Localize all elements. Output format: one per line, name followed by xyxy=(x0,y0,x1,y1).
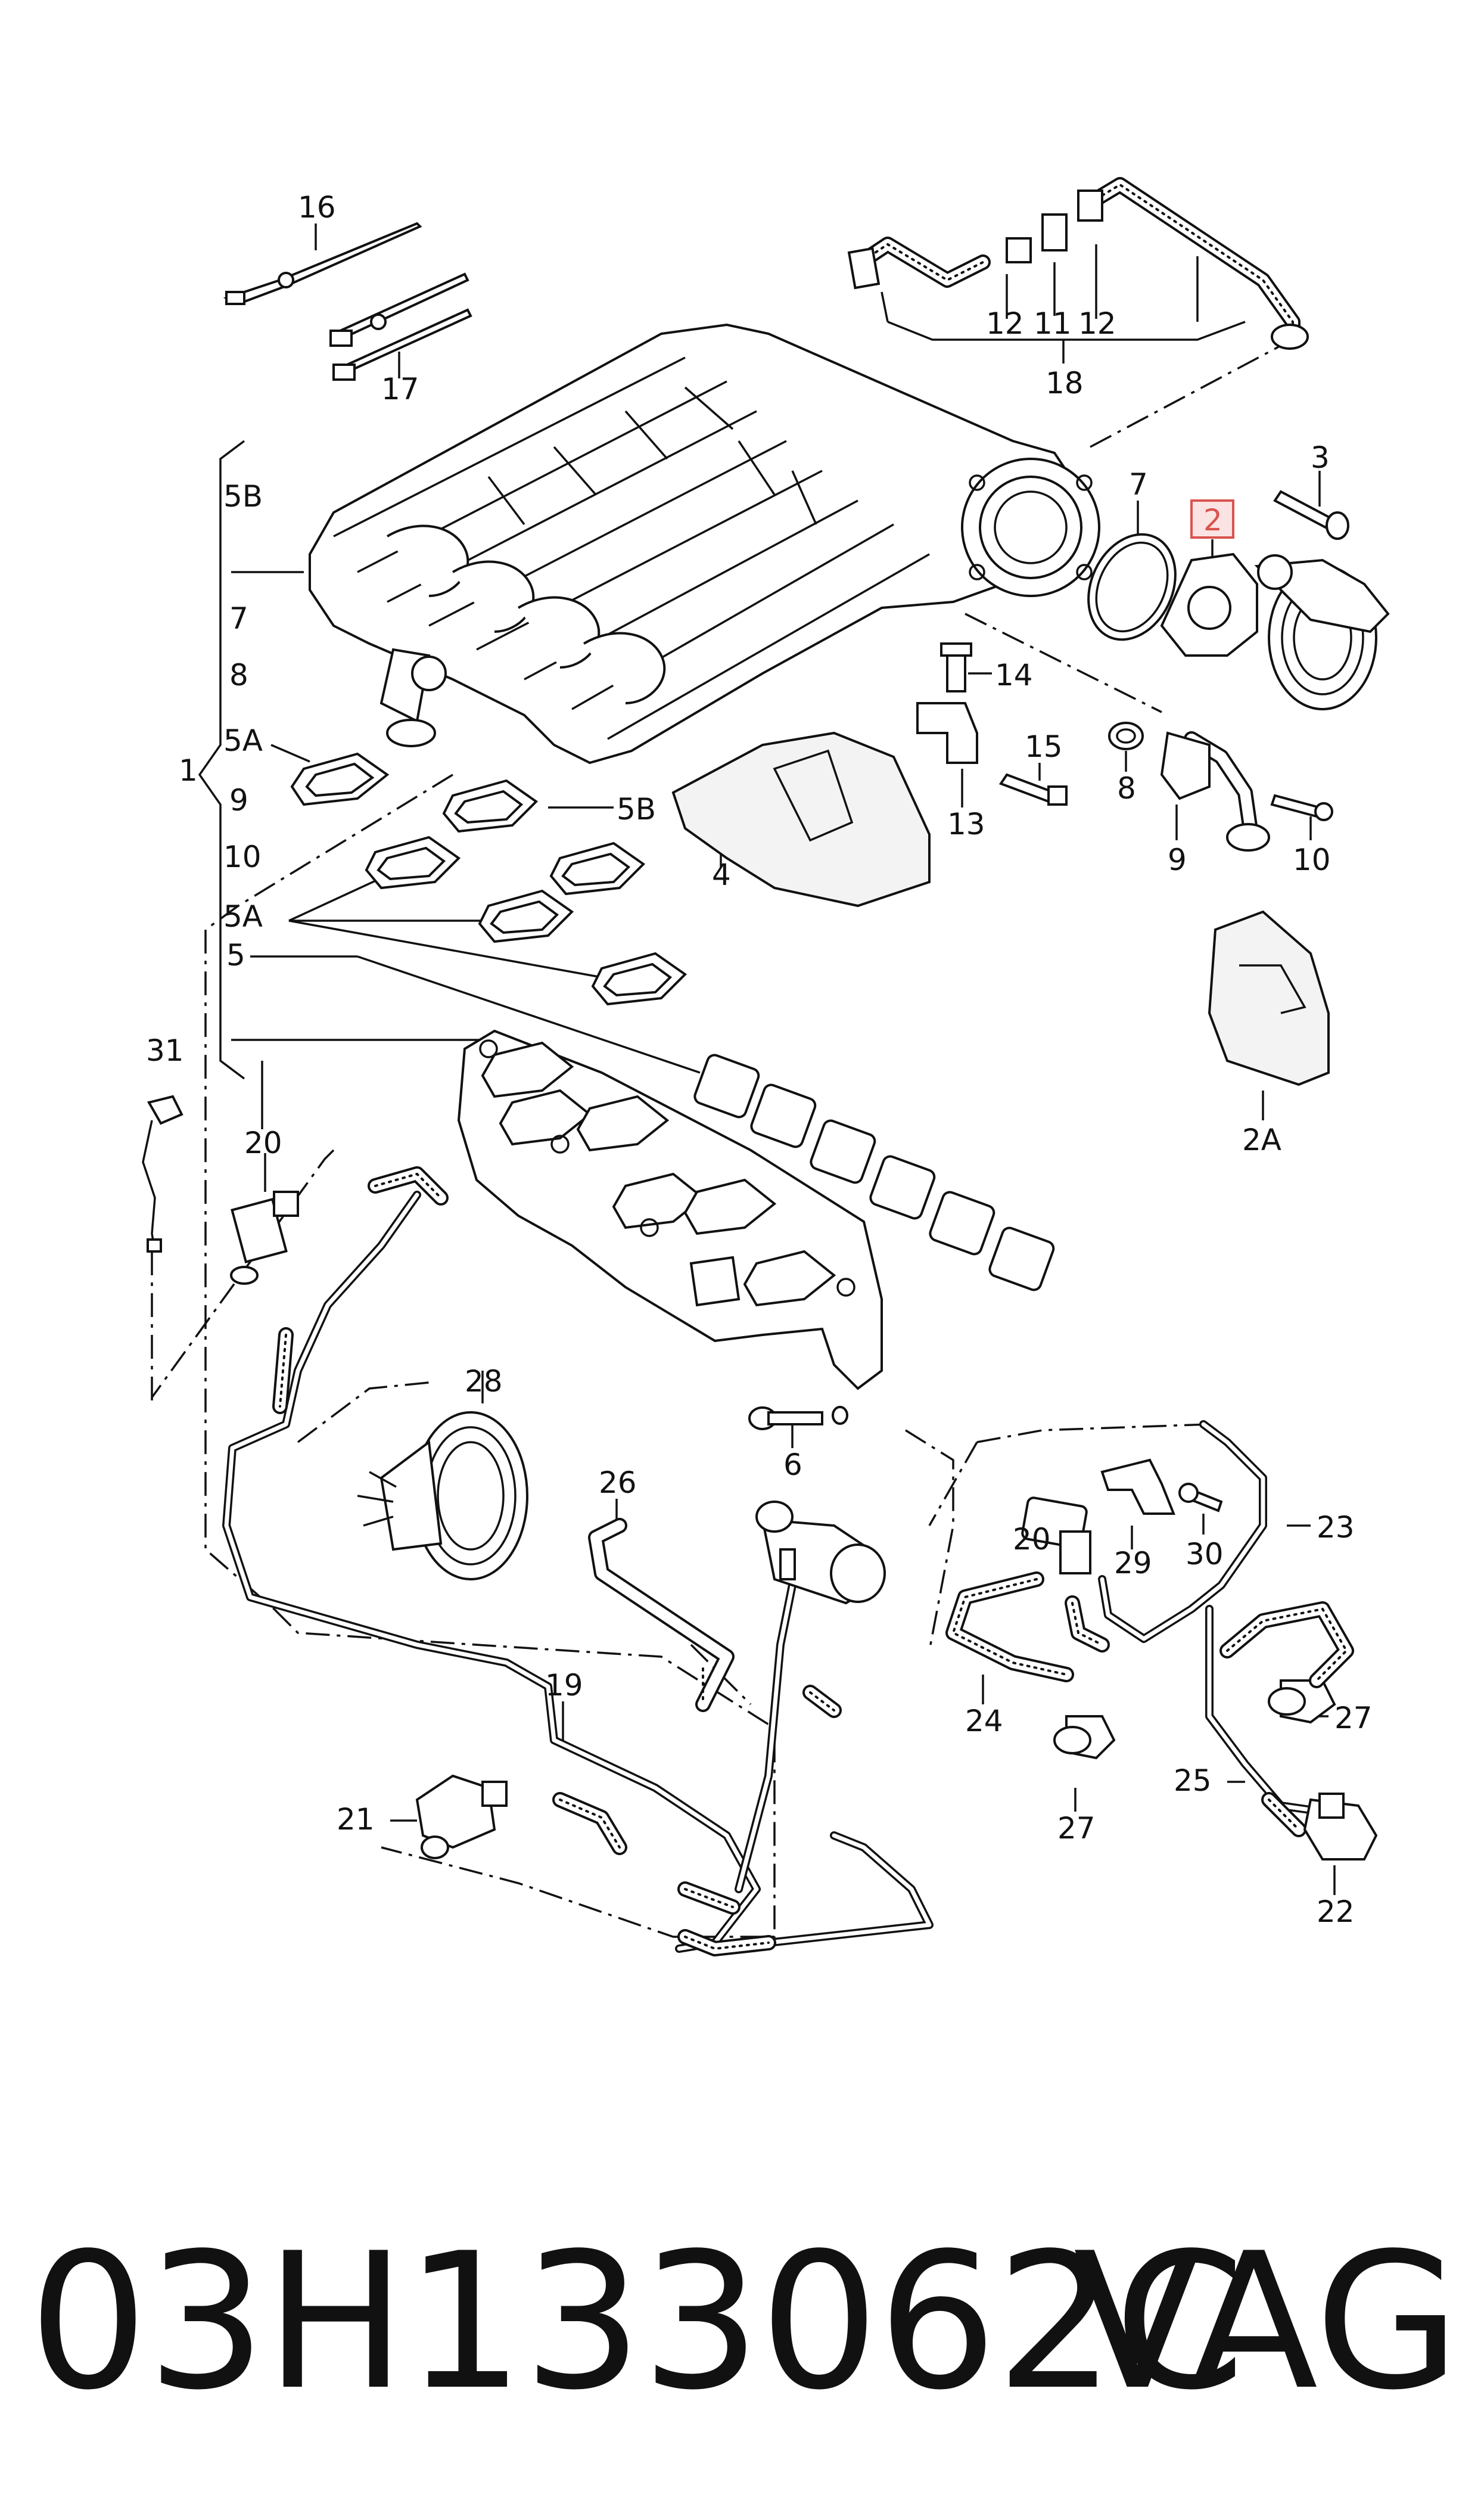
gasket-strip-5 xyxy=(693,1054,1055,1291)
cover-2a xyxy=(1208,910,1330,1086)
callout-17: 17 xyxy=(381,372,419,406)
intake-manifold-lower xyxy=(457,1029,883,1390)
callout-28: 28 xyxy=(465,1364,503,1399)
callout-31: 31 xyxy=(146,1033,184,1068)
callout-12b: 12 xyxy=(1078,306,1116,341)
callout-10-left: 10 xyxy=(223,840,262,874)
footer-bar: 03H133062C VAG xyxy=(0,2205,1484,2455)
callout-27-bottom: 27 xyxy=(1057,1811,1096,1846)
callout-21: 21 xyxy=(337,1802,375,1837)
callout-2-highlight xyxy=(1190,499,1234,539)
callout-8-right: 8 xyxy=(1117,771,1136,806)
intake-manifold-upper xyxy=(309,323,1100,765)
callout-9-right: 9 xyxy=(1168,843,1187,877)
callout-5b-top: 5B xyxy=(223,479,263,514)
vacuum-line-19 xyxy=(222,1166,934,1956)
callout-9-left: 9 xyxy=(229,783,248,818)
hose-26 xyxy=(588,1518,735,1712)
callout-1: 1 xyxy=(179,753,198,788)
callout-29: 29 xyxy=(1114,1546,1152,1580)
exploded-parts-diagram: 16 17 12 11 12 18 3 7 2 5B 7 8 5A 1 9 10… xyxy=(142,177,1390,1956)
callout-labels: 16 17 12 11 12 18 3 7 2 5B 7 8 5A 1 9 10… xyxy=(146,190,1373,1929)
water-pump-28 xyxy=(357,1411,528,1580)
callout-20-right: 20 xyxy=(1013,1522,1051,1557)
right-vacuum-cluster xyxy=(945,1420,1378,1860)
coolant-hose-9 xyxy=(1108,722,1333,852)
callout-6: 6 xyxy=(783,1448,802,1482)
callout-5b-mid: 5B xyxy=(617,792,656,827)
callout-30: 30 xyxy=(1186,1537,1224,1571)
callout-26: 26 xyxy=(599,1465,637,1500)
callout-7-right: 7 xyxy=(1129,467,1148,502)
callout-12a: 12 xyxy=(986,306,1024,341)
brand-text: VAG xyxy=(1073,2213,1460,2431)
callout-3: 3 xyxy=(1311,440,1330,475)
callout-7-left: 7 xyxy=(229,601,248,636)
throttle-body-group xyxy=(1087,490,1390,710)
callout-11: 11 xyxy=(1034,306,1072,341)
callout-14: 14 xyxy=(995,658,1033,692)
gaskets-5a-5b xyxy=(290,752,687,1006)
sensor-21 xyxy=(415,1774,508,1859)
breather-hose-18 xyxy=(847,177,1309,350)
callout-13: 13 xyxy=(947,807,985,841)
callout-2a: 2A xyxy=(1242,1123,1281,1157)
callout-24: 24 xyxy=(965,1704,1003,1738)
bracket-and-bolts xyxy=(916,642,1068,806)
callout-8-left: 8 xyxy=(229,658,248,692)
callout-4: 4 xyxy=(712,858,731,892)
callout-27-right: 27 xyxy=(1334,1701,1373,1735)
callout-25: 25 xyxy=(1174,1763,1212,1798)
callout-5: 5 xyxy=(226,938,245,973)
part-number-text: 03H133062C xyxy=(29,2213,1245,2431)
callout-18: 18 xyxy=(1046,366,1084,400)
callout-10-right: 10 xyxy=(1293,843,1331,877)
bolt-6 xyxy=(748,1406,848,1430)
callout-19: 19 xyxy=(545,1668,583,1703)
callout-5a-top: 5A xyxy=(223,723,263,758)
callout-22: 22 xyxy=(1317,1894,1355,1929)
callout-2: 2 xyxy=(1203,503,1222,538)
check-valve xyxy=(755,1501,886,1605)
heat-shield xyxy=(671,731,931,908)
callout-5a-mid: 5A xyxy=(223,899,263,934)
callout-15: 15 xyxy=(1025,729,1063,764)
left-valve-and-sensor xyxy=(142,1095,299,1285)
callout-23: 23 xyxy=(1317,1510,1355,1545)
cable-ties xyxy=(223,222,472,381)
callout-16: 16 xyxy=(298,190,336,225)
callout-20-left: 20 xyxy=(244,1126,282,1160)
